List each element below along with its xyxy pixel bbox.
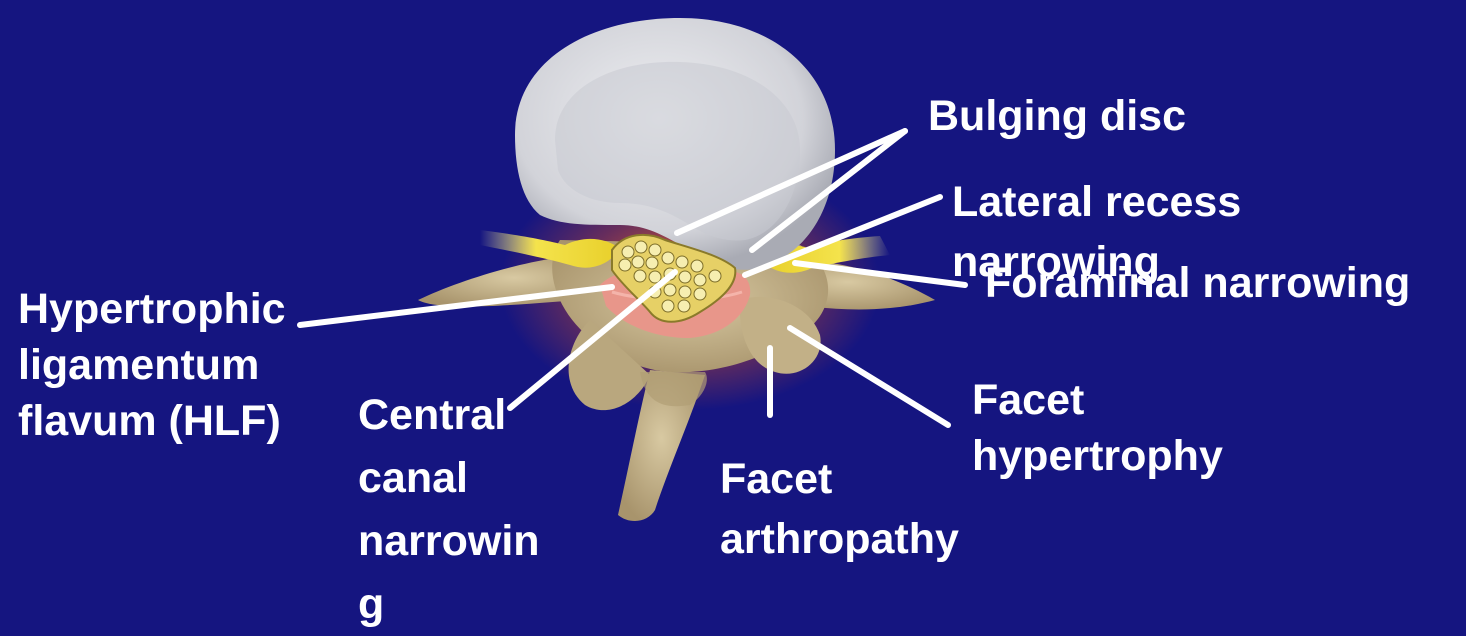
label-facet-hypertrophy: Facet hypertrophy: [972, 372, 1223, 484]
label-lateral-recess-line1: Lateral recess: [952, 172, 1241, 232]
label-facet-hypertrophy-line1: Facet: [972, 372, 1223, 428]
label-facet-arthropathy-line2: arthropathy: [720, 509, 959, 569]
label-foraminal-narrowing: Foraminal narrowing: [985, 253, 1410, 313]
label-central-canal-line2: canal: [358, 447, 540, 510]
label-central-canal-line4: g: [358, 573, 540, 636]
label-hlf-line2: ligamentum: [18, 337, 286, 393]
slide: Bulging disc Lateral recess narrowing Fo…: [0, 0, 1466, 615]
label-bulging-disc: Bulging disc: [928, 86, 1186, 146]
label-central-canal-line3: narrowin: [358, 510, 540, 573]
label-hlf: Hypertrophic ligamentum flavum (HLF): [18, 281, 286, 449]
label-facet-arthropathy-line1: Facet: [720, 449, 959, 509]
label-central-canal-line1: Central: [358, 384, 540, 447]
label-facet-hypertrophy-line2: hypertrophy: [972, 428, 1223, 484]
label-facet-arthropathy: Facet arthropathy: [720, 449, 959, 569]
label-central-canal: Central canal narrowin g: [358, 384, 540, 636]
label-hlf-line3: flavum (HLF): [18, 393, 286, 449]
label-hlf-line1: Hypertrophic: [18, 281, 286, 337]
